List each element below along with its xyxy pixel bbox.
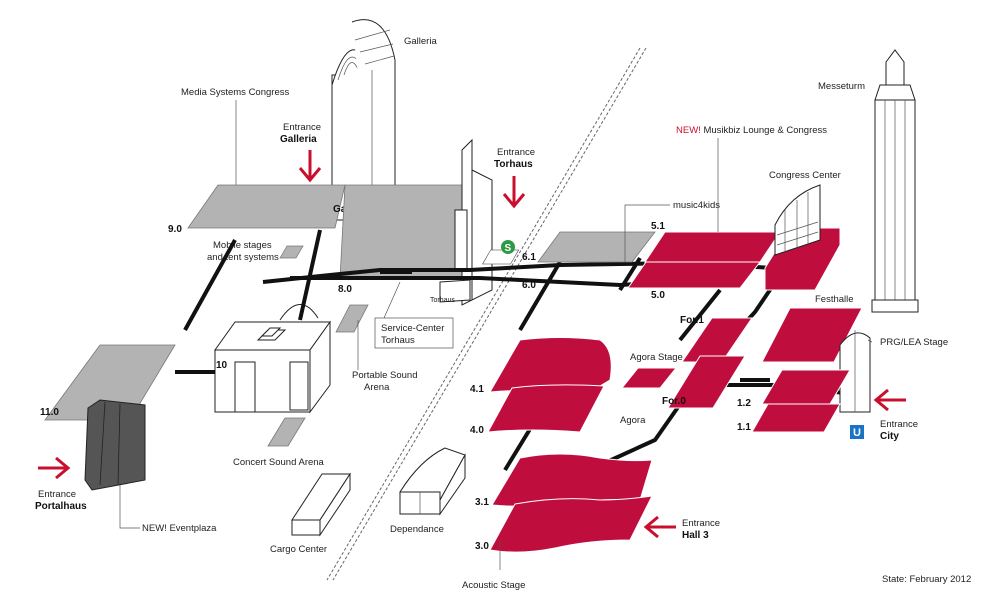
entrance-portalhaus-arrow[interactable] — [38, 456, 71, 480]
entrance-city-arrow[interactable] — [873, 388, 906, 412]
music4kids-label: music4kids — [673, 200, 720, 211]
hall-1-1-label: 1.1 — [737, 422, 751, 433]
u-bahn-icon[interactable]: U — [850, 425, 864, 439]
railway-line — [326, 47, 641, 581]
service-center-box[interactable] — [374, 317, 454, 349]
eventplaza-label: NEW! Eventplaza — [142, 523, 217, 534]
festhalle-label: Festhalle — [815, 294, 854, 305]
eventplaza-building[interactable] — [84, 399, 146, 491]
railway-line — [332, 47, 647, 581]
prg-lea-stage-building[interactable] — [839, 330, 871, 413]
hall-6-0-label: 6.0 — [522, 280, 536, 291]
entrance-galleria-arrow[interactable] — [298, 150, 322, 183]
entrance-hall3-arrow[interactable] — [643, 515, 676, 539]
portable-sound-label-2: Arena — [364, 382, 390, 393]
hall-4-1[interactable] — [489, 337, 612, 393]
hall-3-0-label: 3.0 — [475, 541, 489, 552]
state-label: State: February 2012 — [882, 574, 971, 585]
musikbiz-label: NEW! Musikbiz Lounge & Congress — [676, 125, 827, 136]
concert-sound-arena-label: Concert Sound Arena — [233, 457, 325, 468]
entrance-torhaus-name: Torhaus — [494, 159, 533, 170]
hall-4-0[interactable] — [487, 384, 605, 433]
entrance-portalhaus-label: Entrance — [38, 489, 76, 500]
portable-sound-arena[interactable] — [335, 304, 369, 333]
galleria-building[interactable] — [331, 19, 396, 221]
entrance-city-name: City — [880, 431, 899, 442]
agora-stage[interactable] — [620, 367, 678, 389]
music4kids-leader — [624, 204, 670, 262]
svg-text:U: U — [853, 427, 861, 439]
festhalle[interactable] — [761, 307, 863, 363]
entrance-torhaus-label: Entrance — [497, 147, 535, 158]
entrance-portalhaus-name: Portalhaus — [35, 501, 87, 512]
hall-5-1-label: 5.1 — [651, 221, 665, 232]
mobile-stages-marker[interactable] — [279, 245, 304, 259]
eventplaza-leader — [119, 485, 140, 529]
mobile-stages-label-2: and tent systems — [207, 252, 279, 263]
cargo-center-building[interactable] — [291, 472, 351, 537]
prg-lea-stage-label: PRG/LEA Stage — [880, 337, 948, 348]
acoustic-stage-label: Acoustic Stage — [462, 580, 525, 591]
hall-1-1[interactable] — [751, 403, 841, 433]
dependance-building[interactable] — [399, 447, 466, 516]
hall-1-2-label: 1.2 — [737, 398, 751, 409]
service-center-label-2: Torhaus — [381, 335, 415, 346]
entrance-galleria-name: Galleria — [280, 134, 317, 145]
entrance-city-label: Entrance — [880, 419, 918, 430]
forum-1-label: For.1 — [680, 315, 704, 326]
hall-10-label: 10 — [216, 360, 228, 371]
entrance-galleria-label: Entrance — [283, 122, 321, 133]
hall-8-0[interactable] — [339, 184, 463, 279]
hall-5-0[interactable] — [627, 261, 762, 289]
hall-6-1[interactable] — [537, 231, 656, 263]
galleria-label: Galleria — [404, 36, 437, 47]
mobile-stages-label: Mobile stages — [213, 240, 272, 251]
entrance-torhaus-arrow[interactable] — [502, 176, 526, 209]
congress-center-building[interactable] — [764, 184, 841, 291]
hall-9-0-label: 9.0 — [168, 224, 182, 235]
entrance-hall3-name: Hall 3 — [682, 530, 709, 541]
hall-6-1-label: 6.1 — [522, 252, 536, 263]
portable-sound-label: Portable Sound — [352, 370, 418, 381]
service-center-label: Service-Center — [381, 323, 444, 334]
hall-4-1-label: 4.1 — [470, 384, 484, 395]
prg-lea-leader — [867, 339, 873, 343]
congress-center-label: Congress Center — [769, 170, 841, 181]
hall-4-0-label: 4.0 — [470, 425, 484, 436]
forum-0-label: For.0 — [662, 396, 686, 407]
service-center-leader — [383, 281, 401, 319]
torhaus-label: Torhaus — [430, 297, 455, 304]
hall-11-0-label: 11.0 — [40, 407, 59, 418]
hall-5-0-label: 5.0 — [651, 290, 665, 301]
cargo-center-label: Cargo Center — [270, 544, 327, 555]
concert-sound-arena[interactable] — [267, 417, 306, 447]
hall-8-0-label: 8.0 — [338, 284, 352, 295]
dependance-label: Dependance — [390, 524, 444, 535]
media-systems-congress-label: Media Systems Congress — [181, 87, 289, 98]
hall-3-0[interactable] — [489, 495, 653, 553]
hall-9-0[interactable] — [187, 184, 346, 229]
hall-3-1-label: 3.1 — [475, 497, 489, 508]
svg-text:S: S — [505, 243, 512, 254]
hall-5-1[interactable] — [644, 231, 781, 263]
messeturm-label: Messeturm — [818, 81, 865, 92]
s-bahn-icon[interactable]: S — [482, 240, 520, 265]
entrance-hall3-label: Entrance — [682, 518, 720, 529]
messeturm-building[interactable] — [871, 49, 919, 313]
agora-stage-label: Agora Stage — [630, 352, 683, 363]
hall-10-building[interactable] — [214, 304, 331, 414]
agora-label: Agora — [620, 415, 646, 426]
hall-1-2[interactable] — [761, 369, 851, 405]
forum-0[interactable] — [667, 355, 746, 409]
